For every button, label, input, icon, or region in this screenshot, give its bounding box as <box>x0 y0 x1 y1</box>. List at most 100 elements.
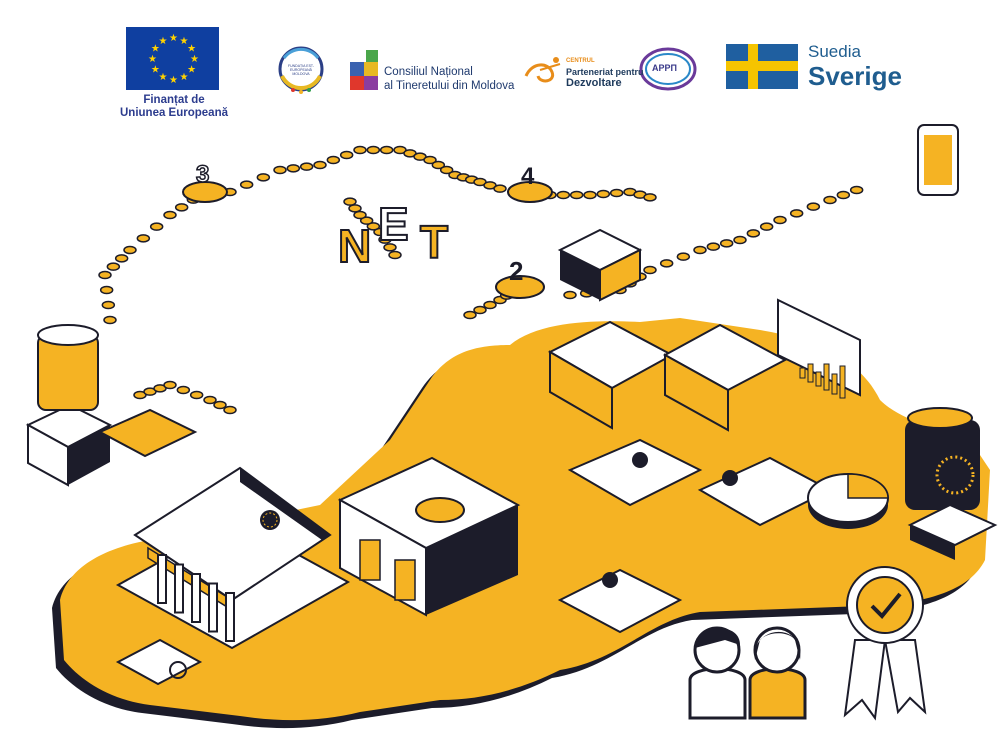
net-letter-n: N <box>338 220 371 272</box>
board-bar-shape <box>807 363 814 383</box>
coin-icon <box>106 262 121 271</box>
mobile-phone-icon <box>917 124 959 196</box>
government-building <box>115 466 351 650</box>
step-marker-3: 3 <box>182 160 228 203</box>
board-bar-shape <box>839 365 846 399</box>
coin-icon <box>693 245 707 255</box>
coin-icon <box>101 300 116 310</box>
coin-icon <box>423 155 437 165</box>
coin-icon <box>273 165 287 175</box>
center-building <box>337 456 521 617</box>
coin-icon <box>493 184 507 193</box>
sweden-line2: Sverige <box>808 61 902 91</box>
board-bar-shape <box>799 367 806 379</box>
coin-icon <box>136 234 151 243</box>
isometric-illustration: N E T 3 2 4 <box>25 124 998 729</box>
document-magnifier-icon <box>115 638 203 686</box>
coin-icon <box>366 222 381 231</box>
fundatia-text: FUNDAȚIA EST-EUROPEANĂ MOLDOVA <box>280 64 322 76</box>
cpd-swirl-icon <box>524 57 561 83</box>
coin-icon <box>123 245 137 255</box>
coin-icon <box>643 265 657 275</box>
eu-star-icon: ★ <box>159 72 168 83</box>
step-marker-2: 2 <box>495 256 545 299</box>
coin-icon <box>203 395 217 405</box>
coin-icon <box>213 400 227 410</box>
eu-flag-icon: ★★★★★★★★★★★★ <box>126 27 219 90</box>
coin-icon <box>473 305 487 315</box>
eu-star-icon: ★ <box>159 36 168 47</box>
coin-icon <box>176 385 191 395</box>
coin-icon <box>373 227 387 237</box>
sweden-logo-text: Suedia Sverige <box>808 42 902 90</box>
column-shape <box>157 554 167 604</box>
coin-icon <box>773 215 787 225</box>
coin-icon <box>353 210 367 220</box>
coin-icon <box>366 145 381 155</box>
ballot-box-left <box>25 324 113 487</box>
coin-icon <box>583 190 597 200</box>
coin-icon <box>659 259 674 268</box>
cnt-line1: Consiliul Național <box>384 66 473 78</box>
fundatia-logo-icon <box>278 46 324 94</box>
coin-icon <box>733 235 747 245</box>
eu-caption-line1: Finanțat de <box>143 94 205 106</box>
column-shape <box>174 563 184 614</box>
eu-star-icon: ★ <box>151 44 160 55</box>
column-shape <box>191 573 201 623</box>
net-letter-e: E <box>378 198 409 250</box>
shop-building <box>557 228 643 302</box>
step-2-label: 2 <box>509 256 523 286</box>
coin-icon <box>789 209 804 218</box>
coin-icon <box>326 155 341 165</box>
coin-icon <box>719 239 734 248</box>
coin-icon <box>439 165 454 175</box>
coin-icon <box>556 190 571 200</box>
coin-icon <box>174 203 189 212</box>
sweden-line1: Suedia <box>808 42 861 61</box>
cpd-line1: CENTRUL <box>566 58 595 64</box>
sweden-flag-icon <box>726 44 798 89</box>
fundatia-line1: FUNDAȚIA EST-EUROPEANĂ <box>287 64 315 72</box>
coin-icon <box>343 197 357 206</box>
appp-ring-icon <box>639 47 697 91</box>
coin-icon <box>596 189 611 199</box>
user-avatars-icon <box>688 626 807 720</box>
eu-star-icon: ★ <box>148 54 157 65</box>
fundatia-line2: MOLDOVA <box>292 72 310 76</box>
eu-star-icon: ★ <box>190 54 199 65</box>
coin-icon <box>339 150 354 160</box>
coin-icon <box>299 162 314 171</box>
coin-icon <box>163 210 177 220</box>
calculator-icon <box>97 408 198 458</box>
coin-icon <box>348 204 362 213</box>
coin-icon <box>189 390 204 400</box>
coin-icon <box>463 310 477 320</box>
pie-chart-icon <box>807 473 889 529</box>
coin-icon <box>223 405 237 415</box>
office-cubicles <box>547 320 788 432</box>
eu-star-icon: ★ <box>187 65 196 76</box>
coin-icon <box>563 290 577 300</box>
coin-icon <box>379 145 394 155</box>
coin-icon <box>759 222 774 231</box>
board-bar-shape <box>823 363 830 391</box>
board-bar-shape <box>815 371 822 387</box>
step-4-label: 4 <box>521 163 535 190</box>
column-shape <box>225 592 235 642</box>
step-marker-4: 4 <box>507 163 553 203</box>
presentation-board <box>777 298 861 399</box>
eu-star-icon: ★ <box>169 75 178 86</box>
coin-icon <box>483 300 497 310</box>
coin-icon <box>823 195 837 205</box>
cpd-line3: Dezvoltare <box>566 77 622 89</box>
coin-icon <box>706 242 721 251</box>
eu-caption-line2: Uniunea Europeană <box>120 107 228 119</box>
coin-icon <box>609 188 624 198</box>
coin-icon <box>114 254 129 263</box>
step-3-label: 3 <box>196 161 209 188</box>
cnt-logo-text: Consiliul Național al Tineretului din Mo… <box>384 66 514 93</box>
logo-graphics: ★★★★★★★★★★★★ <box>126 27 798 94</box>
coin-icon <box>643 193 657 202</box>
eu-star-icon: ★ <box>169 33 178 44</box>
